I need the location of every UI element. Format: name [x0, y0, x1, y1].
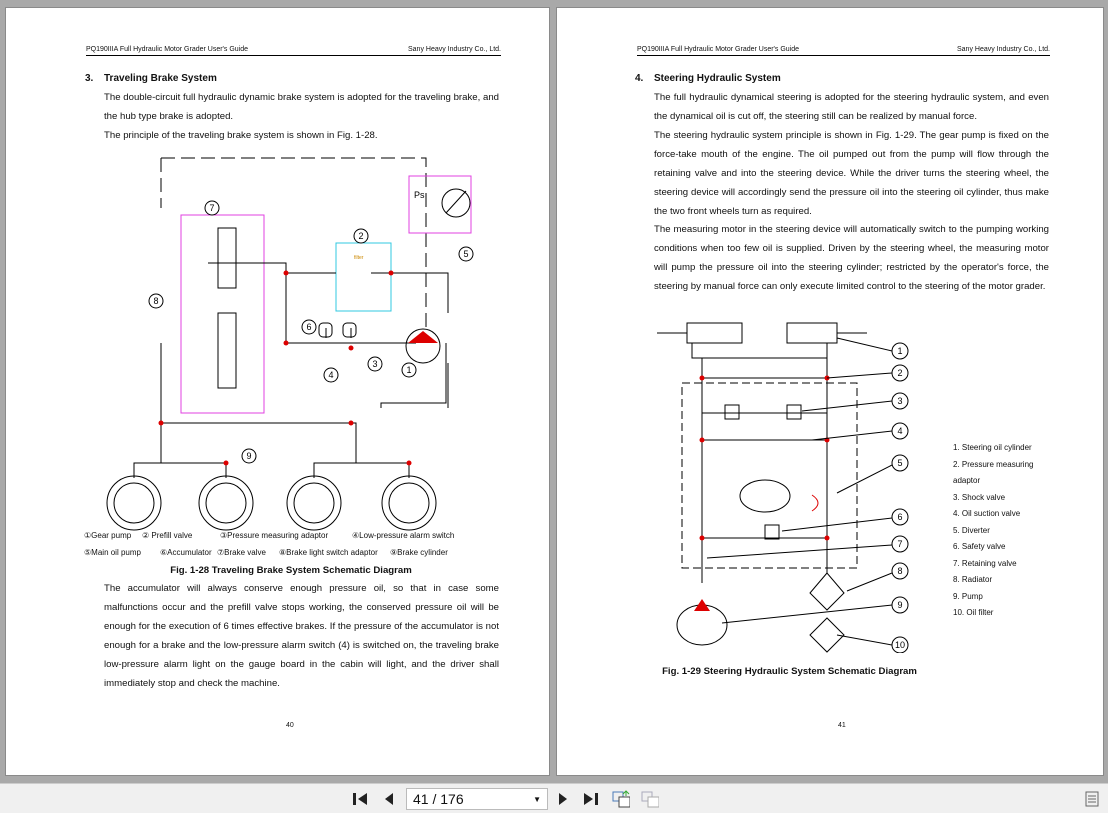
callout-6: 6: [897, 512, 902, 522]
first-page-icon: [353, 793, 367, 805]
page-number: 40: [286, 722, 294, 729]
ps-label: Ps: [414, 190, 425, 200]
legend-item: ⑤Main oil pump: [84, 548, 141, 557]
filter-label: filter: [354, 255, 364, 261]
callout-3: 3: [897, 396, 902, 406]
list-item: 9. Pump: [953, 591, 983, 601]
menu-button[interactable]: [1083, 790, 1101, 808]
page-header: PQ190IIIA Full Hydraulic Motor Grader Us…: [86, 46, 501, 56]
callout-10: 10: [895, 640, 905, 650]
fit-page-button[interactable]: [612, 790, 630, 808]
callout-9: 9: [897, 600, 902, 610]
callout-7: 7: [897, 539, 902, 549]
fit-width-button[interactable]: [641, 790, 659, 808]
callout-6: 6: [306, 322, 311, 332]
paragraph: The measuring motor in the steering devi…: [654, 224, 1049, 292]
menu-icon: [1085, 791, 1099, 807]
component-list: 1. Steering oil cylinder 2. Pressure mea…: [953, 440, 1045, 622]
legend-item: ⑧Brake light switch adaptor: [279, 548, 378, 557]
fit-width-icon: [641, 791, 659, 808]
list-item: 7. Retaining valve: [953, 558, 1017, 568]
page-indicator: 41 / 176: [413, 791, 464, 807]
page-header: PQ190IIIA Full Hydraulic Motor Grader Us…: [637, 46, 1050, 56]
callout-8: 8: [897, 566, 902, 576]
callout-1: 1: [897, 346, 902, 356]
callout-7: 7: [209, 203, 214, 213]
section-title: Steering Hydraulic System: [654, 73, 781, 84]
list-item: 8. Radiator: [953, 575, 993, 584]
next-page-button[interactable]: [554, 790, 572, 808]
legend-item: ⑥Accumulator: [160, 548, 212, 557]
list-item: 2. Pressure measuring adaptor: [953, 459, 1034, 486]
header-company: Sany Heavy Industry Co., Ltd.: [957, 46, 1050, 53]
dropdown-arrow-icon: ▼: [533, 794, 541, 804]
pdf-page-41: PQ190IIIA Full Hydraulic Motor Grader Us…: [556, 7, 1104, 776]
figure-caption: Fig. 1-28 Traveling Brake System Schemat…: [170, 565, 412, 576]
legend-item: ② Prefill valve: [142, 531, 193, 540]
navigation-toolbar: 41 / 176 ▼: [0, 783, 1108, 813]
callout-8: 8: [153, 296, 158, 306]
section-heading: 4. Steering Hydraulic System: [635, 73, 781, 84]
legend-item: ⑨Brake cylinder: [390, 548, 448, 557]
last-page-icon: [584, 793, 598, 805]
callout-1: 1: [406, 365, 411, 375]
paragraph: The principle of the traveling brake sys…: [104, 130, 378, 141]
previous-page-button[interactable]: [380, 790, 398, 808]
paragraph: The accumulator will always conserve eno…: [104, 583, 499, 689]
fit-page-icon: [612, 790, 630, 808]
last-page-button[interactable]: [582, 790, 600, 808]
figure-caption: Fig. 1-29 Steering Hydraulic System Sche…: [662, 666, 917, 677]
section-number: 3.: [85, 73, 94, 84]
legend-item: ③Pressure measuring adaptor: [220, 531, 329, 540]
legend-item: ⑦Brake valve: [217, 548, 266, 557]
steering-schematic: 1 2 3 4 5 6 7 8 9 10: [657, 322, 909, 653]
list-item: 4. Oil suction valve: [953, 509, 1021, 518]
page-selector[interactable]: 41 / 176 ▼: [406, 788, 548, 810]
callout-4: 4: [328, 370, 333, 380]
paragraph: The steering hydraulic system principle …: [654, 130, 1049, 217]
brake-schematic: Ps filter 1 2 3 4 5 6 7 8 9: [106, 157, 474, 531]
callout-2: 2: [897, 368, 902, 378]
callout-4: 4: [897, 426, 902, 436]
callout-5: 5: [463, 249, 468, 259]
section-heading: 3. Traveling Brake System: [85, 73, 217, 84]
list-item: 6. Safety valve: [953, 542, 1006, 551]
next-page-icon: [559, 793, 567, 805]
list-item: 3. Shock valve: [953, 492, 1006, 502]
first-page-button[interactable]: [351, 790, 369, 808]
previous-page-icon: [385, 793, 393, 805]
callout-2: 2: [358, 231, 363, 241]
paragraph: The double-circuit full hydraulic dynami…: [104, 92, 499, 122]
header-title: PQ190IIIA Full Hydraulic Motor Grader Us…: [637, 46, 800, 53]
section-number: 4.: [635, 73, 644, 84]
callout-5: 5: [897, 458, 902, 468]
page-number: 41: [838, 722, 846, 729]
pdf-page-40: PQ190IIIA Full Hydraulic Motor Grader Us…: [5, 7, 550, 776]
list-item: 10. Oil filter: [953, 608, 994, 617]
section-title: Traveling Brake System: [104, 73, 217, 84]
header-company: Sany Heavy Industry Co., Ltd.: [408, 46, 501, 53]
legend-item: ①Gear pump: [84, 531, 132, 540]
callout-3: 3: [372, 359, 377, 369]
list-item: 5. Diverter: [953, 525, 990, 535]
header-title: PQ190IIIA Full Hydraulic Motor Grader Us…: [86, 46, 249, 53]
list-item: 1. Steering oil cylinder: [953, 443, 1032, 452]
callout-9: 9: [246, 451, 251, 461]
legend-item: ④Low-pressure alarm switch: [352, 531, 455, 540]
paragraph: The full hydraulic dynamical steering is…: [654, 92, 1049, 122]
